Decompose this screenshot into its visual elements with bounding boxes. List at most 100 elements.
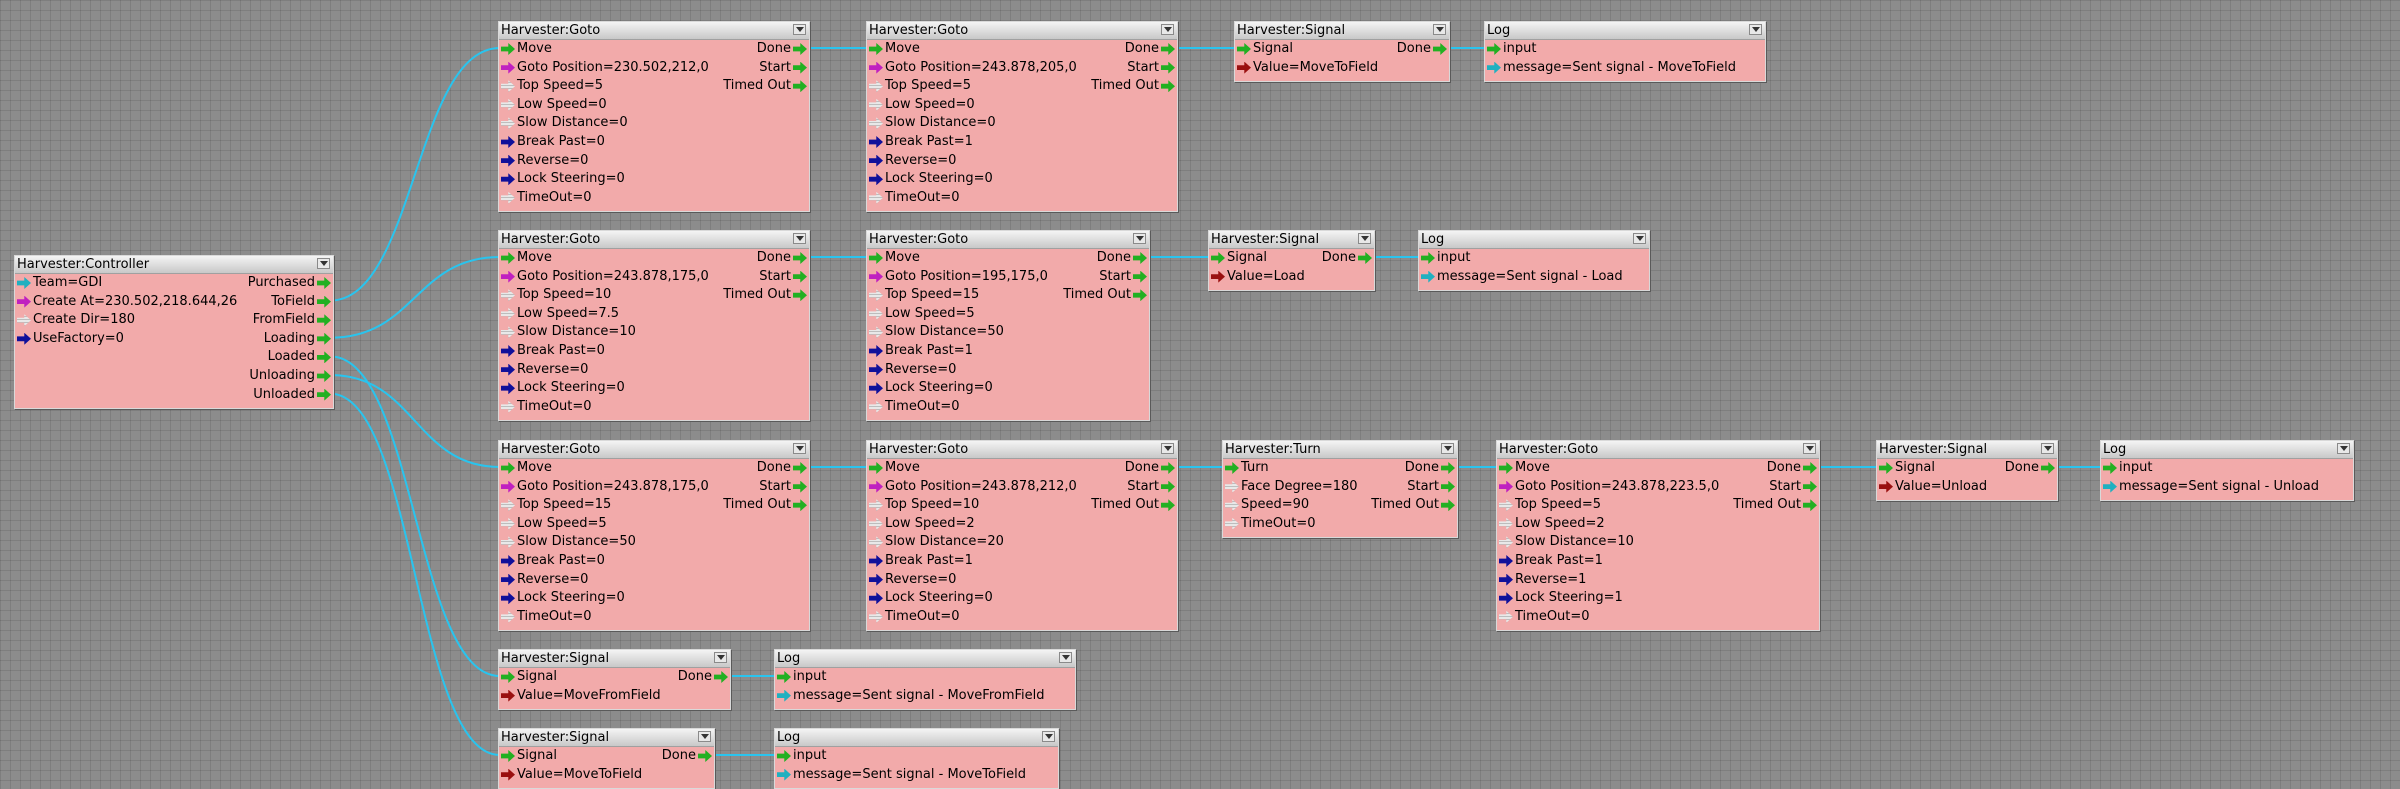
input-port-value[interactable]: Value=Load bbox=[1211, 268, 1305, 286]
collapse-button[interactable] bbox=[714, 652, 727, 663]
collapse-button[interactable] bbox=[317, 258, 330, 269]
output-port-timed-out[interactable]: Timed Out bbox=[1063, 286, 1147, 304]
input-port-goto-position[interactable]: Goto Position=243.878,223.5,0 bbox=[1499, 478, 1719, 496]
input-port-goto-position[interactable]: Goto Position=243.878,212,0 bbox=[869, 478, 1077, 496]
collapse-button[interactable] bbox=[1133, 233, 1146, 244]
input-port-move[interactable]: Move bbox=[1499, 459, 1550, 477]
output-port-tofield[interactable]: ToField bbox=[271, 293, 331, 311]
input-port-top-speed[interactable]: Top Speed=15 bbox=[869, 286, 979, 304]
input-port-top-speed[interactable]: Top Speed=5 bbox=[1499, 496, 1601, 514]
input-port-create-at[interactable]: Create At=230.502,218.644,26 bbox=[17, 293, 237, 311]
input-port-move[interactable]: Move bbox=[869, 249, 920, 267]
input-port-goto-position[interactable]: Goto Position=195,175,0 bbox=[869, 268, 1048, 286]
output-port-done[interactable]: Done bbox=[2005, 459, 2055, 477]
input-port-timeout[interactable]: TimeOut=0 bbox=[869, 398, 960, 416]
output-port-unloaded[interactable]: Unloaded bbox=[253, 386, 331, 404]
input-port-usefactory[interactable]: UseFactory=0 bbox=[17, 330, 124, 348]
input-port-message[interactable]: message=Sent signal - MoveToField bbox=[777, 766, 1026, 784]
connection-wire[interactable] bbox=[329, 355, 501, 677]
input-port-signal[interactable]: Signal bbox=[501, 747, 557, 765]
connection-wire[interactable] bbox=[329, 392, 501, 756]
node-title[interactable]: Log bbox=[2101, 441, 2353, 459]
input-port-input[interactable]: input bbox=[1421, 249, 1470, 267]
input-port-slow-distance[interactable]: Slow Distance=0 bbox=[501, 114, 628, 132]
output-port-timed-out[interactable]: Timed Out bbox=[1091, 77, 1175, 95]
input-port-message[interactable]: message=Sent signal - Load bbox=[1421, 268, 1623, 286]
input-port-reverse[interactable]: Reverse=0 bbox=[869, 361, 956, 379]
node-title[interactable]: Log bbox=[1485, 22, 1765, 40]
input-port-timeout[interactable]: TimeOut=0 bbox=[501, 398, 592, 416]
node-title[interactable]: Harvester:Signal bbox=[499, 650, 730, 668]
input-port-signal[interactable]: Signal bbox=[501, 668, 557, 686]
collapse-button[interactable] bbox=[1433, 24, 1446, 35]
input-port-slow-distance[interactable]: Slow Distance=20 bbox=[869, 533, 1004, 551]
input-port-reverse[interactable]: Reverse=0 bbox=[869, 571, 956, 589]
output-port-done[interactable]: Done bbox=[1405, 459, 1455, 477]
output-port-loading[interactable]: Loading bbox=[264, 330, 331, 348]
input-port-lock-steering[interactable]: Lock Steering=0 bbox=[869, 379, 993, 397]
input-port-goto-position[interactable]: Goto Position=230.502,212,0 bbox=[501, 59, 709, 77]
input-port-turn[interactable]: Turn bbox=[1225, 459, 1269, 477]
input-port-lock-steering[interactable]: Lock Steering=0 bbox=[501, 170, 625, 188]
node-title[interactable]: Log bbox=[775, 650, 1075, 668]
collapse-button[interactable] bbox=[793, 24, 806, 35]
node-title[interactable]: Harvester:Goto bbox=[499, 441, 809, 459]
input-port-lock-steering[interactable]: Lock Steering=0 bbox=[869, 170, 993, 188]
output-port-done[interactable]: Done bbox=[662, 747, 712, 765]
input-port-timeout[interactable]: TimeOut=0 bbox=[869, 608, 960, 626]
input-port-speed[interactable]: Speed=90 bbox=[1225, 496, 1309, 514]
input-port-break-past[interactable]: Break Past=1 bbox=[869, 342, 973, 360]
output-port-start[interactable]: Start bbox=[1127, 59, 1175, 77]
input-port-timeout[interactable]: TimeOut=0 bbox=[1499, 608, 1590, 626]
input-port-reverse[interactable]: Reverse=0 bbox=[501, 152, 588, 170]
node-title[interactable]: Harvester:Turn bbox=[1223, 441, 1457, 459]
input-port-slow-distance[interactable]: Slow Distance=10 bbox=[1499, 533, 1634, 551]
output-port-start[interactable]: Start bbox=[1127, 478, 1175, 496]
output-port-start[interactable]: Start bbox=[759, 59, 807, 77]
collapse-button[interactable] bbox=[1749, 24, 1762, 35]
output-port-done[interactable]: Done bbox=[678, 668, 728, 686]
collapse-button[interactable] bbox=[1042, 731, 1055, 742]
output-port-done[interactable]: Done bbox=[1322, 249, 1372, 267]
input-port-message[interactable]: message=Sent signal - MoveToField bbox=[1487, 59, 1736, 77]
output-port-fromfield[interactable]: FromField bbox=[253, 311, 331, 329]
input-port-reverse[interactable]: Reverse=0 bbox=[501, 571, 588, 589]
input-port-message[interactable]: message=Sent signal - MoveFromField bbox=[777, 687, 1045, 705]
output-port-start[interactable]: Start bbox=[1099, 268, 1147, 286]
input-port-reverse[interactable]: Reverse=0 bbox=[501, 361, 588, 379]
collapse-button[interactable] bbox=[698, 731, 711, 742]
output-port-done[interactable]: Done bbox=[1097, 249, 1147, 267]
input-port-slow-distance[interactable]: Slow Distance=10 bbox=[501, 323, 636, 341]
input-port-value[interactable]: Value=MoveFromField bbox=[501, 687, 661, 705]
node-title[interactable]: Log bbox=[1419, 231, 1649, 249]
connection-wire[interactable] bbox=[329, 374, 501, 468]
input-port-slow-distance[interactable]: Slow Distance=50 bbox=[501, 533, 636, 551]
node-title[interactable]: Harvester:Goto bbox=[867, 441, 1177, 459]
input-port-move[interactable]: Move bbox=[501, 249, 552, 267]
node-title[interactable]: Harvester:Goto bbox=[499, 231, 809, 249]
input-port-lock-steering[interactable]: Lock Steering=0 bbox=[869, 589, 993, 607]
node-title[interactable]: Harvester:Goto bbox=[499, 22, 809, 40]
node-title[interactable]: Harvester:Signal bbox=[1235, 22, 1449, 40]
output-port-done[interactable]: Done bbox=[757, 40, 807, 58]
output-port-timed-out[interactable]: Timed Out bbox=[723, 496, 807, 514]
output-port-loaded[interactable]: Loaded bbox=[268, 348, 331, 366]
node-title[interactable]: Harvester:Signal bbox=[1877, 441, 2057, 459]
collapse-button[interactable] bbox=[2041, 443, 2054, 454]
output-port-timed-out[interactable]: Timed Out bbox=[1091, 496, 1175, 514]
input-port-goto-position[interactable]: Goto Position=243.878,175,0 bbox=[501, 478, 709, 496]
output-port-timed-out[interactable]: Timed Out bbox=[723, 77, 807, 95]
input-port-reverse[interactable]: Reverse=0 bbox=[869, 152, 956, 170]
input-port-input[interactable]: input bbox=[1487, 40, 1536, 58]
node-title[interactable]: Log bbox=[775, 729, 1058, 747]
